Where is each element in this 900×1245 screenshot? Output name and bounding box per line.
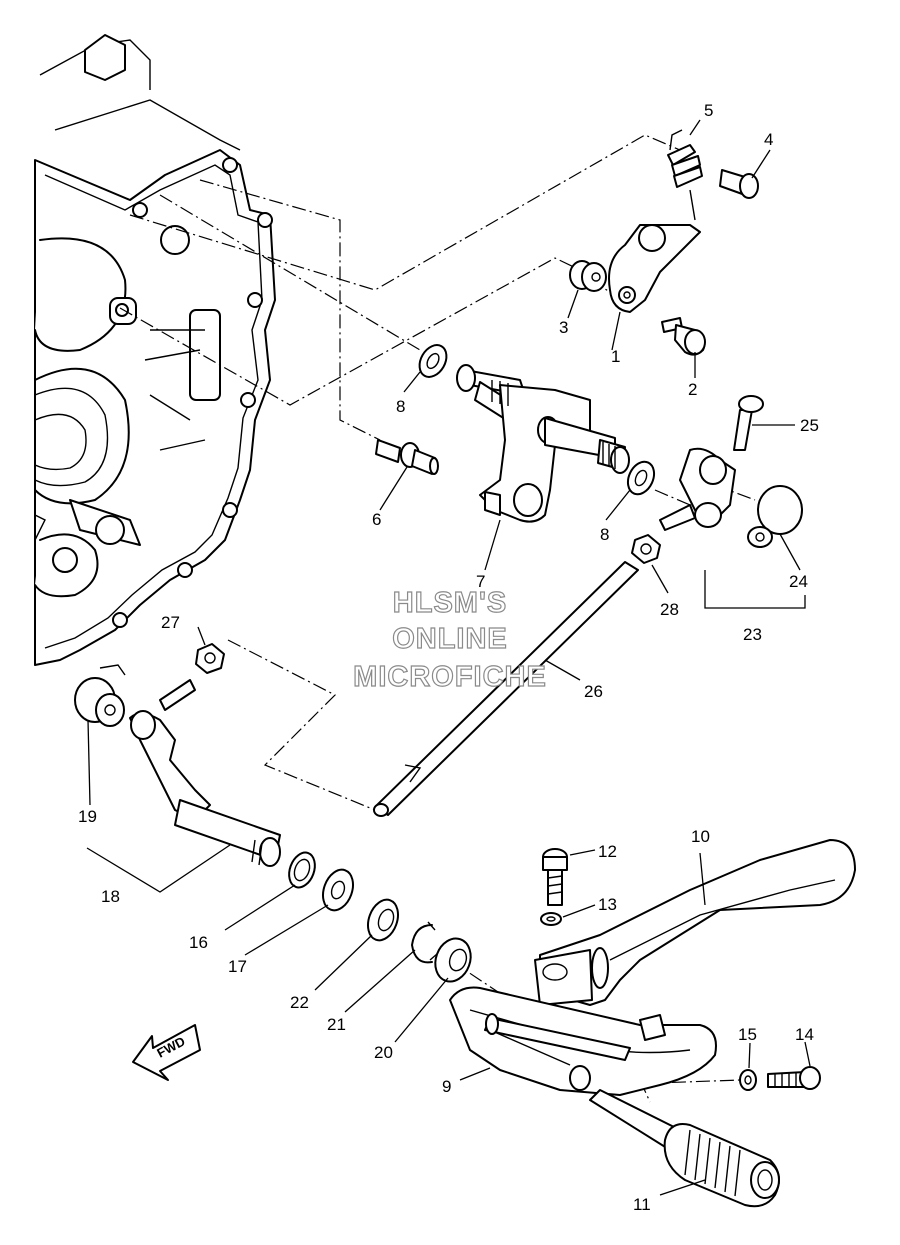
callout-7: 7 [476, 572, 485, 591]
part-7-shift-shaft [456, 364, 630, 523]
watermark-line-2: ONLINE [392, 623, 508, 655]
part-24-ball-joint [747, 485, 803, 548]
part-26-shift-rod [373, 561, 639, 817]
part-2-bolt [661, 317, 706, 356]
callout-9: 9 [442, 1077, 451, 1096]
callout-4: 4 [764, 130, 773, 149]
callout-19: 19 [78, 807, 97, 826]
part-17-washer [322, 868, 354, 912]
callout-21: 21 [327, 1015, 346, 1034]
callout-17: 17 [228, 957, 247, 976]
callout-22: 22 [290, 993, 309, 1012]
part-4-pin-bolt [719, 169, 759, 199]
callout-25: 25 [800, 416, 819, 435]
callout-12: 12 [598, 842, 617, 861]
callout-2: 2 [688, 380, 697, 399]
watermark-line-3: MICROFICHE [353, 661, 547, 693]
part-19-ball-joint [74, 664, 126, 727]
part-9-heel-toe-lever [449, 986, 717, 1096]
callout-8-upper: 8 [396, 397, 405, 416]
callout-numbers: 1 2 3 4 5 6 7 8 8 9 10 11 12 13 14 15 16… [78, 101, 819, 1214]
callout-13: 13 [598, 895, 617, 914]
part-27-nut [195, 643, 225, 674]
part-5-spring [667, 129, 703, 221]
part-14-bolt [767, 1066, 821, 1090]
part-25-bolt [733, 395, 764, 451]
callout-27: 27 [161, 613, 180, 632]
part-20-bushing [434, 937, 472, 983]
part-8-washer-upper [418, 344, 448, 378]
callout-20: 20 [374, 1043, 393, 1062]
part-10-shift-pedal [534, 839, 856, 1006]
callout-10: 10 [691, 827, 710, 846]
callout-24: 24 [789, 572, 808, 591]
part-28-nut [631, 534, 661, 564]
callout-14: 14 [795, 1025, 814, 1044]
shift-arm-assembly [569, 129, 759, 356]
callout-15: 15 [738, 1025, 757, 1044]
part-11-pedal-rubber [589, 1089, 780, 1208]
part-1-shift-arm [608, 224, 701, 313]
part-3-collar [569, 260, 607, 292]
part-15-washer [739, 1069, 757, 1091]
watermark-line-1: HLSM'S [393, 587, 507, 619]
part-6-stud-bolt [375, 439, 439, 475]
callout-18: 18 [101, 887, 120, 906]
callout-26: 26 [584, 682, 603, 701]
callout-8-lower: 8 [600, 525, 609, 544]
callout-leader-lines [86, 119, 811, 1196]
part-12-bolt [542, 848, 568, 906]
callout-1: 1 [611, 347, 620, 366]
part-16-collar [288, 851, 316, 889]
part-18-shift-arm-assembly [74, 664, 281, 867]
forward-direction-arrow: FWD [132, 1024, 201, 1081]
part-13-washer [540, 912, 562, 926]
callout-3: 3 [559, 318, 568, 337]
part-23-joint-assembly [659, 395, 803, 548]
part-8-washer-lower [626, 460, 656, 496]
part-22-bushing [367, 898, 399, 942]
callout-23: 23 [743, 625, 762, 644]
part-21-circlip [411, 921, 438, 964]
callout-6: 6 [372, 510, 381, 529]
callout-28: 28 [660, 600, 679, 619]
callout-16: 16 [189, 933, 208, 952]
watermark: HLSM'S ONLINE MICROFICHE [353, 586, 547, 693]
callout-11: 11 [633, 1195, 651, 1214]
callout-5: 5 [704, 101, 713, 120]
crankcase-cover [34, 34, 276, 666]
